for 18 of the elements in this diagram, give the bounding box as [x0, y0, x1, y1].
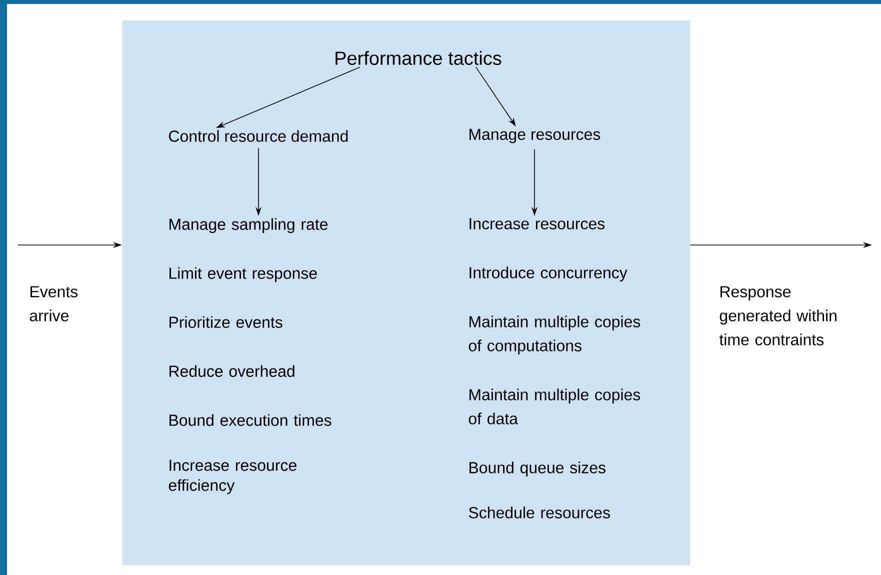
edge-label: Response generated within time contraints: [719, 286, 836, 346]
tactic-item: Maintain multiple copies of computations: [468, 316, 640, 355]
tactic-item: Schedule resources: [468, 506, 610, 518]
tactic-item: Increase resources: [470, 218, 605, 230]
tactic-heading: Performance tactics: [336, 51, 502, 65]
tactic-heading: Control resource demand: [169, 130, 348, 142]
tactic-item: Increase resource efficiency: [168, 460, 296, 494]
tactic-heading: Manage resources: [470, 128, 600, 144]
tactic-item: Reduce overhead: [170, 365, 294, 377]
shaded-panel: [122, 20, 690, 566]
tactic-item: Limit event response: [170, 267, 317, 282]
tactic-item: Maintain multiple copies of data: [468, 388, 640, 424]
tactic-item: Manage sampling rate: [170, 218, 328, 234]
tactic-item: Prioritize events: [170, 316, 282, 328]
tactic-item: Bound execution times: [170, 414, 332, 426]
edge-label: Events arrive: [30, 286, 78, 322]
tactic-item: Bound queue sizes: [470, 462, 606, 477]
tactic-item: Introduce concurrency: [470, 266, 628, 282]
